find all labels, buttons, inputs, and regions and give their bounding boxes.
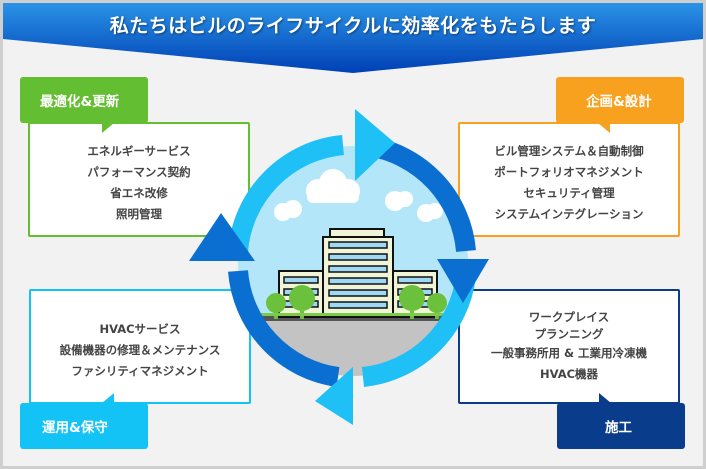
banner-shape	[3, 3, 703, 73]
list-item: セキュリティ管理	[523, 186, 615, 200]
list-item: システムインテグレーション	[494, 207, 644, 221]
tag-label: 運用&保守	[42, 420, 108, 436]
title-banner: 私たちはビルのライフサイクルに効率化をもたらします	[3, 3, 703, 75]
list-item: ワークプレイス	[528, 310, 610, 324]
cloud-icon	[274, 169, 443, 222]
tag-label: 最適化&更新	[40, 94, 120, 110]
card-operate: HVACサービス 設備機器の修理＆メンテナンス ファシリティマネジメント	[29, 289, 251, 404]
tag-plan: 企画&設計	[556, 77, 684, 133]
list-item: HVAC機器	[539, 367, 599, 381]
card-build: ワークプレイス プランニング 一般事務所用 & 工業用冷凍機 HVAC機器	[458, 289, 680, 404]
tree-icon	[266, 285, 447, 319]
list-item: 省エネ改修	[110, 186, 168, 200]
tag-pointer	[102, 123, 114, 133]
list-item: エネルギーサービス	[87, 144, 191, 158]
tag-operate: 運用&保守	[20, 393, 148, 449]
tag-label: 施工	[605, 420, 632, 436]
list-item: ファシリティマネジメント	[71, 364, 209, 378]
scene-illustration	[238, 146, 468, 376]
list-item: HVACサービス	[99, 322, 181, 336]
list-item: 設備機器の修理＆メンテナンス	[59, 343, 221, 357]
arrow-head-icon	[189, 109, 489, 425]
lifecycle-cycle	[183, 91, 523, 431]
tag-pointer	[598, 123, 610, 133]
card-plan: ビル管理システム＆自動制御 ポートフォリオマネジメント セキュリティ管理 システ…	[458, 122, 680, 237]
list-item: 照明管理	[116, 207, 162, 221]
tag-optimize: 最適化&更新	[20, 77, 148, 133]
list-item: パフォーマンス契約	[87, 165, 191, 179]
tag-build: 施工	[557, 393, 685, 449]
tag-pointer	[599, 393, 611, 403]
tag-label: 企画&設計	[586, 94, 652, 110]
list-item: プランニング	[534, 327, 604, 341]
list-item: ポートフォリオマネジメント	[494, 165, 644, 179]
lifecycle-diagram: 私たちはビルのライフサイクルに効率化をもたらします エネルギーサービス パフォー…	[3, 3, 703, 466]
list-item: 一般事務所用 & 工業用冷凍機	[490, 346, 648, 360]
tag-pointer	[102, 393, 114, 403]
card-optimize: エネルギーサービス パフォーマンス契約 省エネ改修 照明管理	[28, 122, 250, 237]
banner-title: 私たちはビルのライフサイクルに効率化をもたらします	[109, 15, 597, 37]
list-item: ビル管理システム＆自動制御	[494, 144, 644, 158]
